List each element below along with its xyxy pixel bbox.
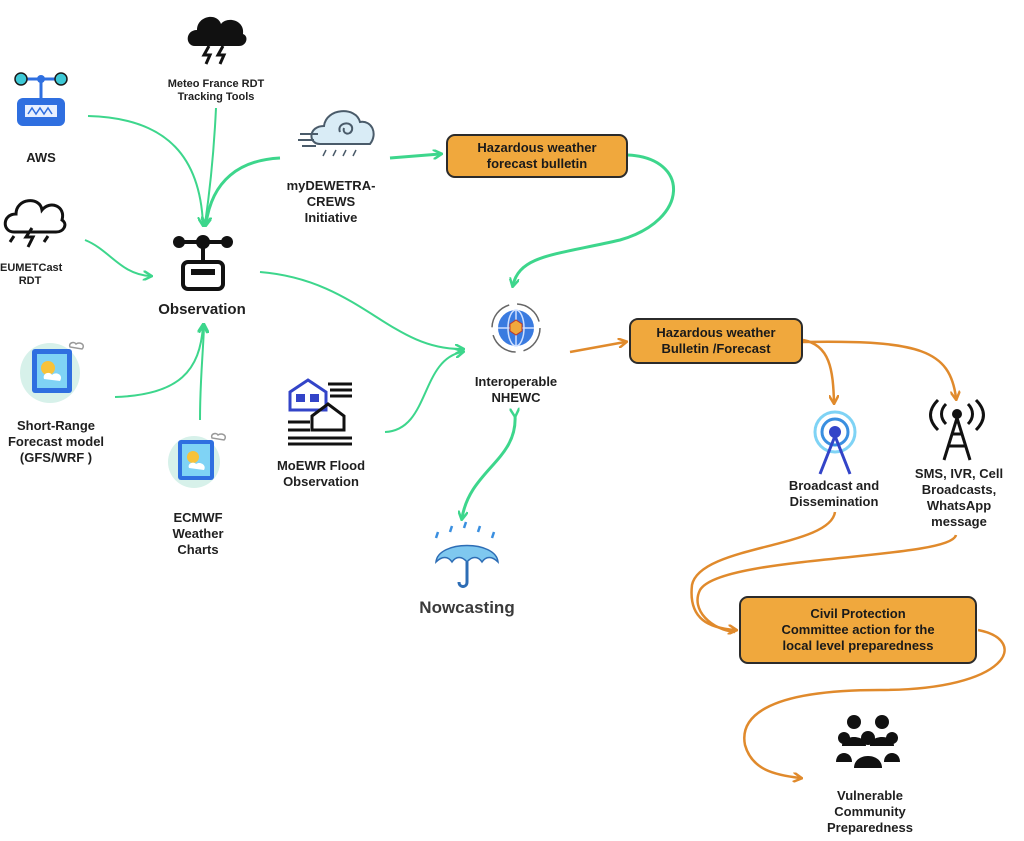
radar-cloud-icon xyxy=(3,199,67,248)
nowcasting-label: Nowcasting xyxy=(419,598,515,617)
wind-rain-icon xyxy=(298,110,375,157)
civil-protection-box: Civil Protection Committee action for th… xyxy=(739,596,977,664)
cell-tower-icon xyxy=(929,398,985,461)
arrow-moewr-to-nhewc xyxy=(384,352,462,433)
ecmwf-label: ECMWF Weather Charts xyxy=(172,510,224,557)
arrow-civil-to-vulnerable xyxy=(743,628,1006,778)
short-range-label: Short-Range Forecast model (GFS/WRF ) xyxy=(7,418,105,465)
moewr-label: MoEWR Flood Observation xyxy=(276,458,366,489)
arrow-eumetcast-to-observation xyxy=(84,239,150,276)
weather-tablet-icon xyxy=(20,341,85,403)
arrow-bulletin2-to-broadcast xyxy=(802,338,834,402)
umbrella-rain-icon xyxy=(434,521,499,588)
mydewetra-label: myDEWETRA- CREWS Initiative xyxy=(286,178,376,225)
meteo-france-label: Meteo France RDT Tracking Tools xyxy=(167,78,265,103)
broadcast-tower-icon xyxy=(813,410,857,475)
broadcast-label: Broadcast and Dissemination xyxy=(788,478,880,509)
weather-station-icon xyxy=(173,235,233,291)
weather-tablet-icon-2 xyxy=(168,432,227,488)
arrow-sms-to-civil xyxy=(696,534,958,634)
arrow-ecmwf-to-observation xyxy=(200,326,204,421)
hazard-bulletin-box-2: Hazardous weather Bulletin /Forecast xyxy=(629,318,803,364)
arrow-observation-to-nhewc xyxy=(259,271,462,349)
nhewc-label: Interoperable NHEWC xyxy=(474,374,558,405)
observation-label: Observation xyxy=(158,301,246,318)
arrow-bulletin2-to-sms xyxy=(802,340,956,398)
arrow-broadcast-to-civil xyxy=(690,511,837,630)
arrow-bulletin-to-nhewc xyxy=(513,153,675,285)
arrow-nhewc-nowcasting xyxy=(462,415,515,518)
storm-cloud-icon xyxy=(187,16,247,65)
arrow-dewetra-to-bulletin xyxy=(389,154,440,158)
vulnerable-label: Vulnerable Community Preparedness xyxy=(827,788,913,835)
eumetcast-label: EUMETCast RDT xyxy=(0,262,63,287)
flood-house-icon xyxy=(288,378,352,446)
hazard-bulletin-box-1: Hazardous weather forecast bulletin xyxy=(446,134,628,178)
wind-sensor-icon xyxy=(14,72,68,126)
globe-network-icon xyxy=(491,303,541,353)
arrow-nhewc-to-bulletin2 xyxy=(569,342,625,354)
arrow-dewetra-to-observation xyxy=(206,156,281,224)
arrow-shortrange-to-observation xyxy=(114,326,203,398)
sms-label: SMS, IVR, Cell Broadcasts, WhatsApp mess… xyxy=(914,466,1004,529)
arrow-aws-to-observation xyxy=(87,115,203,224)
community-people-icon xyxy=(836,715,900,768)
aws-label: AWS xyxy=(26,150,56,165)
